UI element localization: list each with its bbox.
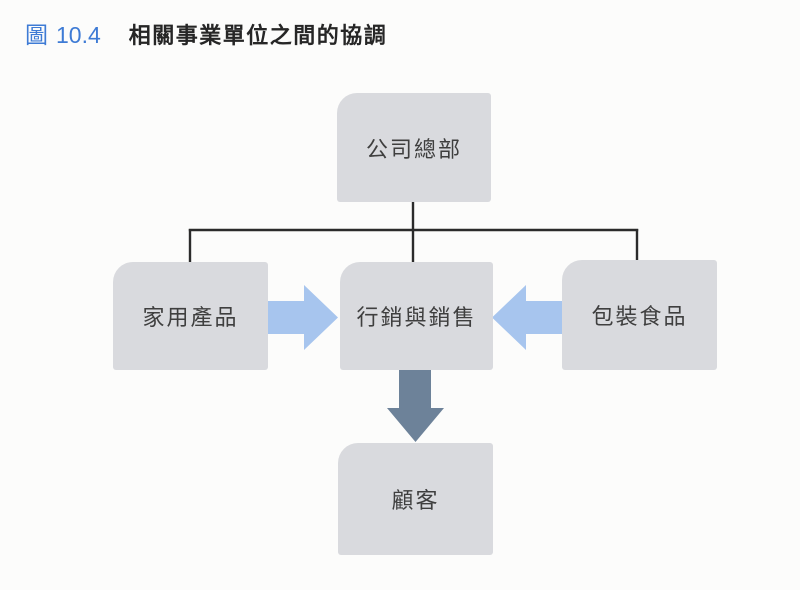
node-customers: 顧客 [338, 443, 493, 555]
node-household-products-label: 家用產品 [142, 305, 239, 330]
node-packaged-foods: 包裝食品 [562, 260, 717, 370]
figure-number: 10.4 [56, 22, 101, 48]
node-household-products: 家用產品 [113, 262, 268, 370]
node-packaged-foods-label: 包裝食品 [591, 304, 688, 329]
node-headquarters: 公司總部 [337, 93, 491, 202]
figure-label: 圖 [25, 22, 49, 48]
figure-caption: 圖 10.4 相關事業單位之間的協調 [25, 16, 387, 50]
node-headquarters-label: 公司總部 [365, 136, 462, 162]
arrow-household-to-marketing [267, 285, 338, 350]
node-marketing-sales-label: 行銷與銷售 [356, 305, 477, 330]
node-marketing-sales: 行銷與銷售 [340, 262, 493, 370]
arrow-marketing-to-customers [387, 368, 444, 442]
figure-title: 相關事業單位之間的協調 [128, 23, 388, 48]
arrow-packaged-to-marketing [492, 285, 562, 350]
node-customers-label: 顧客 [391, 488, 440, 513]
